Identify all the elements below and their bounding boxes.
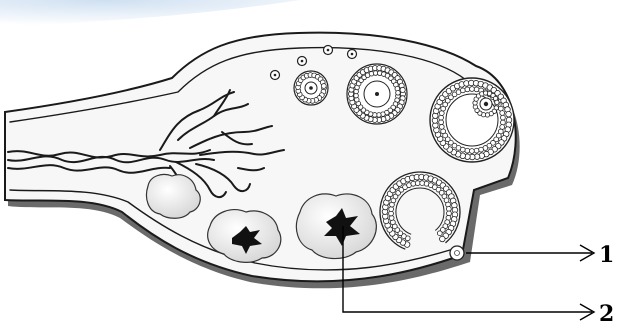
secondary-follicle	[347, 64, 407, 124]
callout-1-label: 1	[599, 242, 614, 268]
primary-follicle	[294, 71, 328, 105]
corner-accent	[0, 0, 300, 26]
mature-follicle	[430, 78, 514, 162]
callout-1-leader	[466, 245, 594, 261]
ovulated-oocyte	[450, 246, 464, 260]
corpus-luteum	[296, 194, 376, 259]
callout-2-label: 2	[599, 301, 614, 327]
corpus-albicans	[147, 174, 201, 218]
